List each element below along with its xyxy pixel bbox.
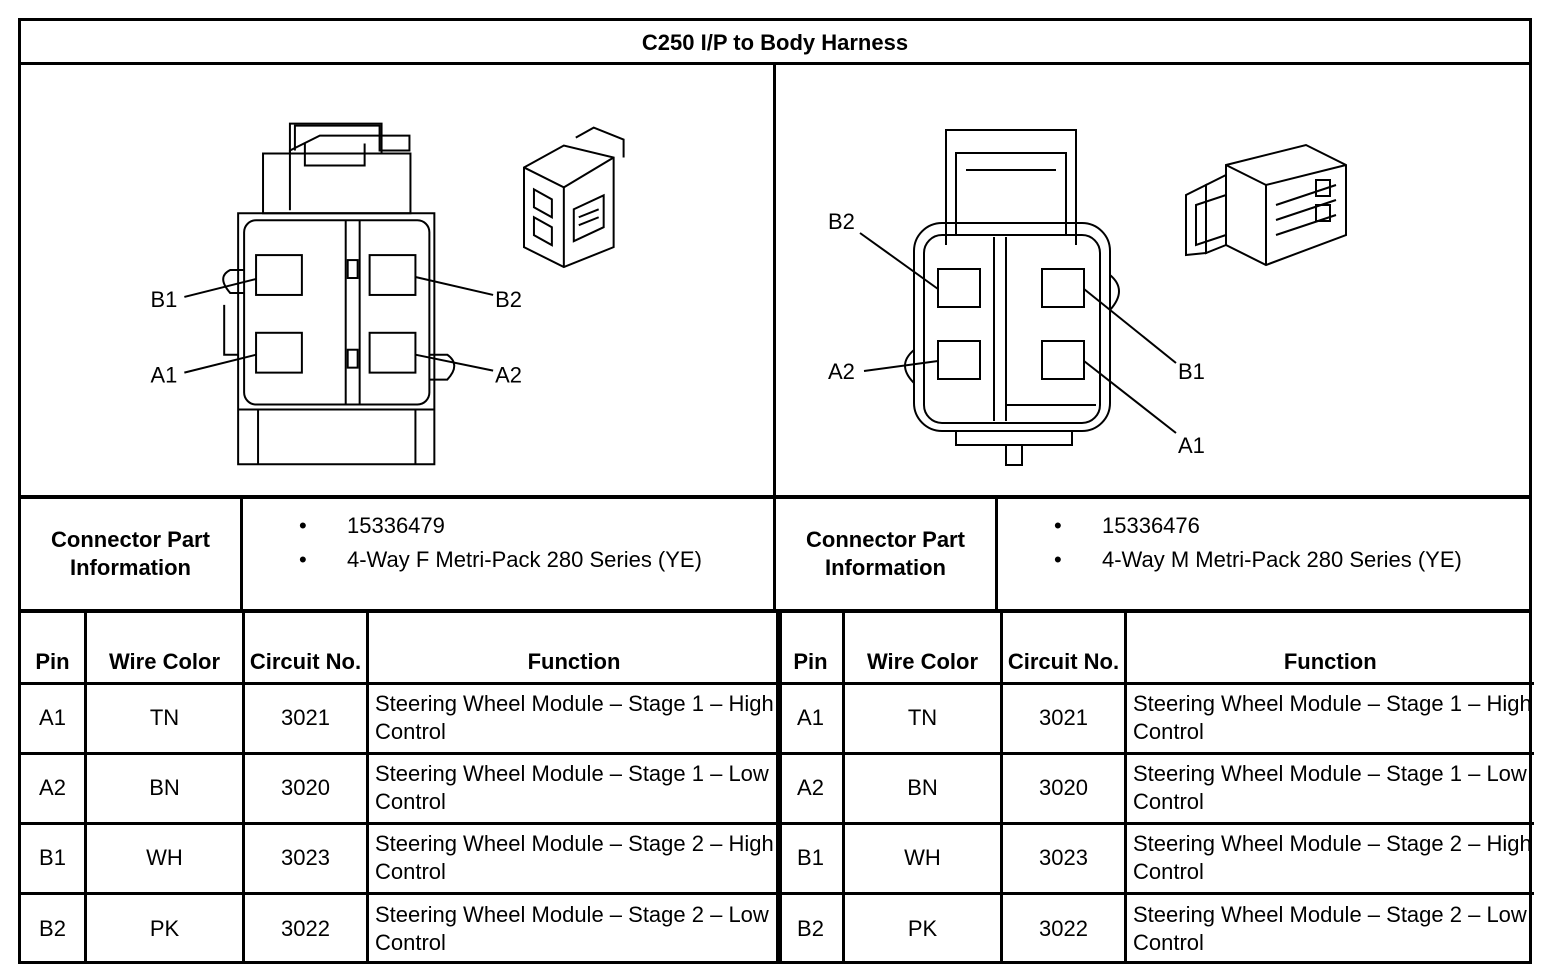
table-row: A2 BN 3020 Steering Wheel Module – Stage… bbox=[776, 751, 1534, 825]
pin-label-a2: A2 bbox=[495, 363, 522, 388]
table-row: A1 TN 3021 Steering Wheel Module – Stage… bbox=[776, 681, 1534, 755]
pin-label-b2: B2 bbox=[495, 287, 522, 312]
right-pinout-table: Pin Wire Color Circuit No. Function A1 T… bbox=[776, 613, 1534, 963]
header-function: Function bbox=[366, 613, 782, 685]
pin-cell: A2 bbox=[18, 751, 87, 825]
wire-color-cell: TN bbox=[842, 681, 1003, 755]
function-cell: Steering Wheel Module – Stage 1 – High C… bbox=[366, 681, 782, 755]
function-cell: Steering Wheel Module – Stage 1 – Low Co… bbox=[1124, 751, 1534, 825]
pin-cell: A1 bbox=[776, 681, 845, 755]
table-row: B2 PK 3022 Steering Wheel Module – Stage… bbox=[18, 891, 782, 963]
table-header-row: Pin Wire Color Circuit No. Function bbox=[18, 613, 782, 685]
circuit-cell: 3022 bbox=[242, 891, 369, 963]
function-cell: Steering Wheel Module – Stage 2 – High C… bbox=[366, 821, 782, 895]
table-row: A2 BN 3020 Steering Wheel Module – Stage… bbox=[18, 751, 782, 825]
function-cell: Steering Wheel Module – Stage 2 – High C… bbox=[1124, 821, 1534, 895]
pin-cell: A2 bbox=[776, 751, 845, 825]
wire-color-cell: PK bbox=[84, 891, 245, 963]
pin-label-b1: B1 bbox=[150, 287, 177, 312]
table-row: B1 WH 3023 Steering Wheel Module – Stage… bbox=[18, 821, 782, 895]
wire-color-cell: PK bbox=[842, 891, 1003, 963]
right-part-description: 4-Way M Metri-Pack 280 Series (YE) bbox=[1102, 547, 1462, 572]
wire-color-cell: TN bbox=[84, 681, 245, 755]
wire-color-cell: BN bbox=[842, 751, 1003, 825]
left-pinout-table: Pin Wire Color Circuit No. Function A1 T… bbox=[18, 613, 782, 963]
circuit-cell: 3020 bbox=[1000, 751, 1127, 825]
left-connector-info-label: Connector Part Information bbox=[21, 499, 243, 609]
wire-color-cell: BN bbox=[84, 751, 245, 825]
circuit-cell: 3020 bbox=[242, 751, 369, 825]
female-connector-diagram: B1 B2 A1 A2 bbox=[21, 65, 776, 495]
right-connector-info-label: Connector Part Information bbox=[776, 499, 998, 609]
circuit-cell: 3022 bbox=[1000, 891, 1127, 963]
header-function: Function bbox=[1124, 613, 1534, 685]
function-cell: Steering Wheel Module – Stage 1 – Low Co… bbox=[366, 751, 782, 825]
pin-label-a1: A1 bbox=[150, 363, 177, 388]
table-header-row: Pin Wire Color Circuit No. Function bbox=[776, 613, 1534, 685]
circuit-cell: 3023 bbox=[1000, 821, 1127, 895]
female-connector-drawing: B1 B2 A1 A2 bbox=[150, 122, 625, 466]
left-part-description: 4-Way F Metri-Pack 280 Series (YE) bbox=[347, 547, 702, 572]
wire-color-cell: WH bbox=[84, 821, 245, 895]
wire-color-cell: WH bbox=[842, 821, 1003, 895]
left-part-number: 15336479 bbox=[347, 513, 445, 538]
connector-info-row: Connector Part Information •15336479 •4-… bbox=[21, 495, 1529, 613]
table-row: B2 PK 3022 Steering Wheel Module – Stage… bbox=[776, 891, 1534, 963]
pin-cell: B1 bbox=[776, 821, 845, 895]
function-cell: Steering Wheel Module – Stage 2 – Low Co… bbox=[1124, 891, 1534, 963]
pin-cell: B2 bbox=[18, 891, 87, 963]
table-row: B1 WH 3023 Steering Wheel Module – Stage… bbox=[776, 821, 1534, 895]
header-wire-color: Wire Color bbox=[842, 613, 1003, 685]
male-connector-drawing: B2 A2 B1 A1 bbox=[828, 129, 1347, 466]
header-pin: Pin bbox=[776, 613, 845, 685]
header-pin: Pin bbox=[18, 613, 87, 685]
circuit-cell: 3023 bbox=[242, 821, 369, 895]
connector-sheet: C250 I/P to Body Harness bbox=[18, 18, 1534, 964]
pin-label-b1: B1 bbox=[1178, 359, 1205, 384]
pin-label-a2: A2 bbox=[828, 359, 855, 384]
pin-cell: B2 bbox=[776, 891, 845, 963]
function-cell: Steering Wheel Module – Stage 1 – High C… bbox=[1124, 681, 1534, 755]
circuit-cell: 3021 bbox=[1000, 681, 1127, 755]
header-circuit: Circuit No. bbox=[242, 613, 369, 685]
pin-cell: A1 bbox=[18, 681, 87, 755]
header-circuit: Circuit No. bbox=[1000, 613, 1127, 685]
pin-label-b2: B2 bbox=[828, 209, 855, 234]
left-connector-info: •15336479 •4-Way F Metri-Pack 280 Series… bbox=[243, 499, 776, 609]
pin-cell: B1 bbox=[18, 821, 87, 895]
header-wire-color: Wire Color bbox=[84, 613, 245, 685]
right-connector-info: •15336476 •4-Way M Metri-Pack 280 Series… bbox=[1054, 513, 1462, 572]
table-row: A1 TN 3021 Steering Wheel Module – Stage… bbox=[18, 681, 782, 755]
circuit-cell: 3021 bbox=[242, 681, 369, 755]
function-cell: Steering Wheel Module – Stage 2 – Low Co… bbox=[366, 891, 782, 963]
page-title: C250 I/P to Body Harness bbox=[21, 21, 1529, 65]
right-part-number: 15336476 bbox=[1102, 513, 1200, 538]
pin-label-a1: A1 bbox=[1178, 433, 1205, 458]
male-connector-diagram: B2 A2 B1 A1 bbox=[776, 65, 1529, 495]
